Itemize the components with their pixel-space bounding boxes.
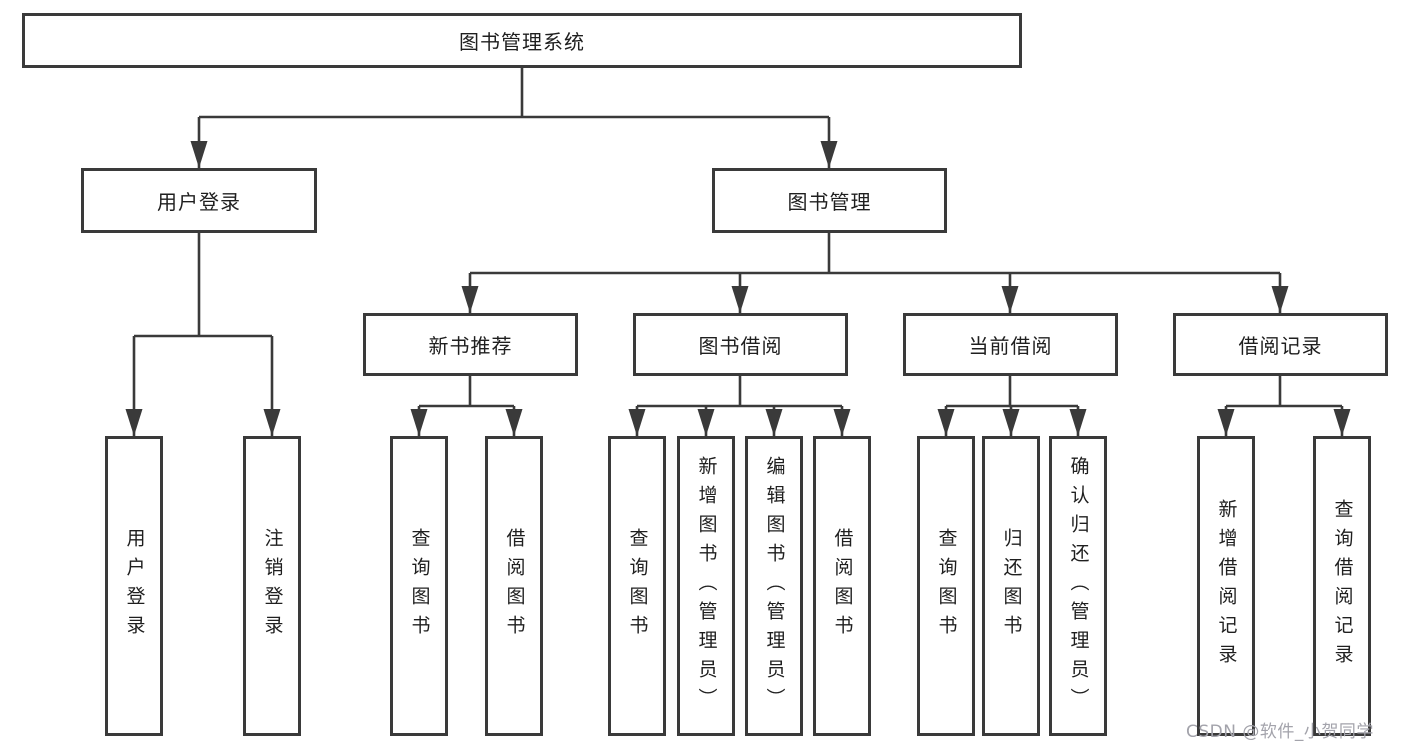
leaf-query-borrow-record: 查询借阅记录 xyxy=(1313,436,1371,736)
node-borrowing-records: 借阅记录 xyxy=(1173,313,1388,376)
leaf-borrow-books-recommend: 借阅图书 xyxy=(485,436,543,736)
node-current-borrowing-label: 当前借阅 xyxy=(968,334,1053,358)
leaf-query-books-borrow: 查询图书 xyxy=(608,436,666,736)
leaf-query-books-current-label: 查询图书 xyxy=(935,528,958,644)
node-library-system: 图书管理系统 xyxy=(22,13,1022,68)
leaf-borrow-books-label: 借阅图书 xyxy=(831,528,854,644)
leaf-add-borrow-record: 新增借阅记录 xyxy=(1197,436,1255,736)
leaf-user-login-label: 用户登录 xyxy=(123,528,146,644)
node-new-book-recommendation-label: 新书推荐 xyxy=(428,334,513,358)
node-borrowing-records-label: 借阅记录 xyxy=(1238,334,1323,358)
node-library-system-label: 图书管理系统 xyxy=(459,30,585,54)
leaf-query-borrow-record-label: 查询借阅记录 xyxy=(1331,499,1354,673)
leaf-return-books: 归还图书 xyxy=(982,436,1040,736)
node-user-login: 用户登录 xyxy=(81,168,317,233)
node-book-borrowing: 图书借阅 xyxy=(633,313,848,376)
csdn-watermark: CSDN @软件_小贺同学 xyxy=(1186,722,1374,742)
leaf-query-books-current: 查询图书 xyxy=(917,436,975,736)
leaf-query-books-recommend: 查询图书 xyxy=(390,436,448,736)
node-book-borrowing-label: 图书借阅 xyxy=(698,334,783,358)
node-current-borrowing: 当前借阅 xyxy=(903,313,1118,376)
leaf-logout: 注销登录 xyxy=(243,436,301,736)
node-user-login-label: 用户登录 xyxy=(157,190,241,214)
node-book-management-label: 图书管理 xyxy=(787,190,872,214)
node-book-management: 图书管理 xyxy=(712,168,947,233)
leaf-confirm-return-admin-label: 确认归还（管理员） xyxy=(1067,455,1090,717)
leaf-user-login: 用户登录 xyxy=(105,436,163,736)
leaf-add-borrow-record-label: 新增借阅记录 xyxy=(1215,499,1238,673)
leaf-confirm-return-admin: 确认归还（管理员） xyxy=(1049,436,1107,736)
leaf-return-books-label: 归还图书 xyxy=(1000,528,1023,644)
leaf-borrow-books: 借阅图书 xyxy=(813,436,871,736)
leaf-edit-books-admin-label: 编辑图书（管理员） xyxy=(763,455,786,717)
leaf-borrow-books-recommend-label: 借阅图书 xyxy=(503,528,526,644)
leaf-query-books-recommend-label: 查询图书 xyxy=(408,528,431,644)
leaf-query-books-borrow-label: 查询图书 xyxy=(626,528,649,644)
leaf-add-books-admin: 新增图书（管理员） xyxy=(677,436,735,736)
leaf-logout-label: 注销登录 xyxy=(261,528,284,644)
node-new-book-recommendation: 新书推荐 xyxy=(363,313,578,376)
leaf-add-books-admin-label: 新增图书（管理员） xyxy=(695,455,718,717)
leaf-edit-books-admin: 编辑图书（管理员） xyxy=(745,436,803,736)
